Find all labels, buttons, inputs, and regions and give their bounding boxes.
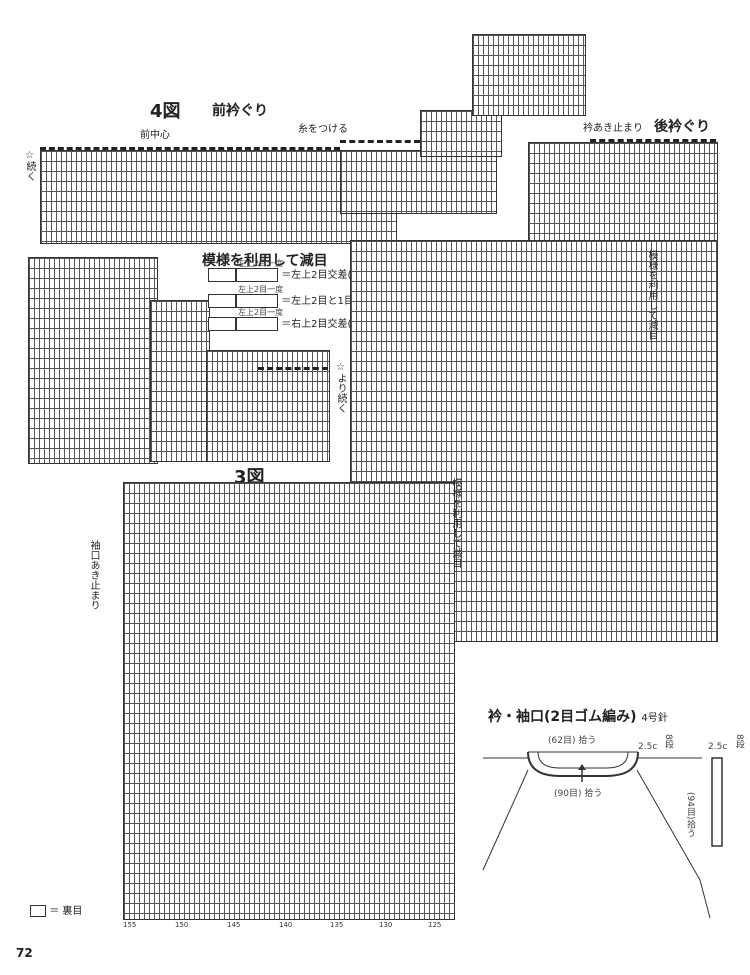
back-neck-chart	[528, 142, 718, 244]
left-neck-chart	[28, 257, 158, 464]
x-tick: 155	[123, 921, 137, 929]
x-tick: 150	[175, 921, 189, 929]
x-tick: 140	[279, 921, 293, 929]
cross-symbol-icon	[236, 294, 278, 308]
empty-cell-icon	[30, 905, 46, 917]
decrease-legend-item-3: 左上2目一度 ＝右上2目交差(袖口5段め)	[208, 308, 402, 331]
fig4-title: 4図	[150, 101, 181, 122]
back-neck-label: 後衿ぐり	[654, 119, 710, 135]
left-neck-chart-mid	[150, 300, 210, 462]
decrease-legend-item-2-top: 左上2目一度	[238, 285, 284, 294]
decrease-vertical-label-2: 模様を利用して減目	[450, 478, 461, 568]
collar-stop-label: 衿あき止まり	[583, 123, 643, 134]
pickup-62-label: (62目) 拾う	[548, 736, 597, 746]
continue-left-label: ☆続く	[24, 150, 35, 181]
decrease-legend-item-1-text: ＝左上2目交差(袖口47段め)	[281, 270, 409, 281]
left-chart-dashed-line	[258, 367, 328, 370]
collar-title: 衿・袖口(2目ゴム編み) 4号針	[488, 706, 668, 726]
width-a-label: 2.5c	[638, 742, 658, 752]
x-tick: 125	[428, 921, 442, 929]
decrease-vertical-label-1: 模様を利用して減目	[646, 250, 657, 340]
front-neck-chart-upper	[40, 150, 397, 244]
collar-title-main: 衿・袖口	[488, 709, 544, 725]
decrease-legend-title: 模様を利用して減目	[202, 253, 328, 269]
x-tick: 130	[379, 921, 393, 929]
rows-a-label: 8段	[663, 734, 673, 749]
page-number: 72	[16, 946, 33, 960]
fig4-top-dashed-line	[40, 147, 340, 150]
front-neck-chart-rise	[420, 110, 502, 157]
x-tick: 135	[330, 921, 344, 929]
front-neck-chart-top	[472, 34, 586, 116]
sleeve-stop-label: 袖口あき止まり	[88, 540, 99, 610]
collar-title-paren: (2目ゴム編み)	[544, 709, 637, 725]
pickup-90-label: (90目) 拾う	[554, 789, 603, 799]
pickup-94-label: (94目)拾う	[685, 792, 695, 838]
continue-right-label: ☆より続く	[335, 362, 346, 413]
front-neck-label: 前衿ぐり	[212, 103, 268, 119]
decrease-legend-item-3-text: ＝右上2目交差(袖口5段め)	[281, 319, 402, 330]
back-neck-dashed-line	[590, 139, 716, 142]
rows-b-label: 8段	[734, 734, 744, 749]
center-front-label: 前中心	[140, 130, 170, 141]
decrease-legend-item-3-top: 左上2目一度	[238, 308, 284, 317]
cross-symbol-icon	[208, 294, 236, 308]
decrease-legend-item-1-top: 左上2目一度	[238, 259, 284, 268]
cross-symbol-icon	[236, 268, 278, 282]
x-tick: 145	[227, 921, 241, 929]
width-b-label: 2.5c	[708, 742, 728, 752]
sleeve-chart	[123, 482, 455, 920]
purl-legend: ＝ 裏目	[30, 902, 82, 917]
cross-symbol-icon	[208, 317, 236, 331]
cross-symbol-icon	[208, 268, 236, 282]
fig4-step-dashed-line	[340, 140, 420, 143]
front-neck-chart-step	[340, 150, 497, 214]
attach-yarn-label: 糸をつける	[298, 124, 348, 135]
purl-legend-text: ＝ 裏目	[49, 906, 83, 917]
collar-needle: 4号針	[641, 713, 668, 724]
decrease-legend-item-1: 左上2目一度 ＝左上2目交差(袖口47段め)	[208, 259, 409, 282]
cross-symbol-icon	[236, 317, 278, 331]
